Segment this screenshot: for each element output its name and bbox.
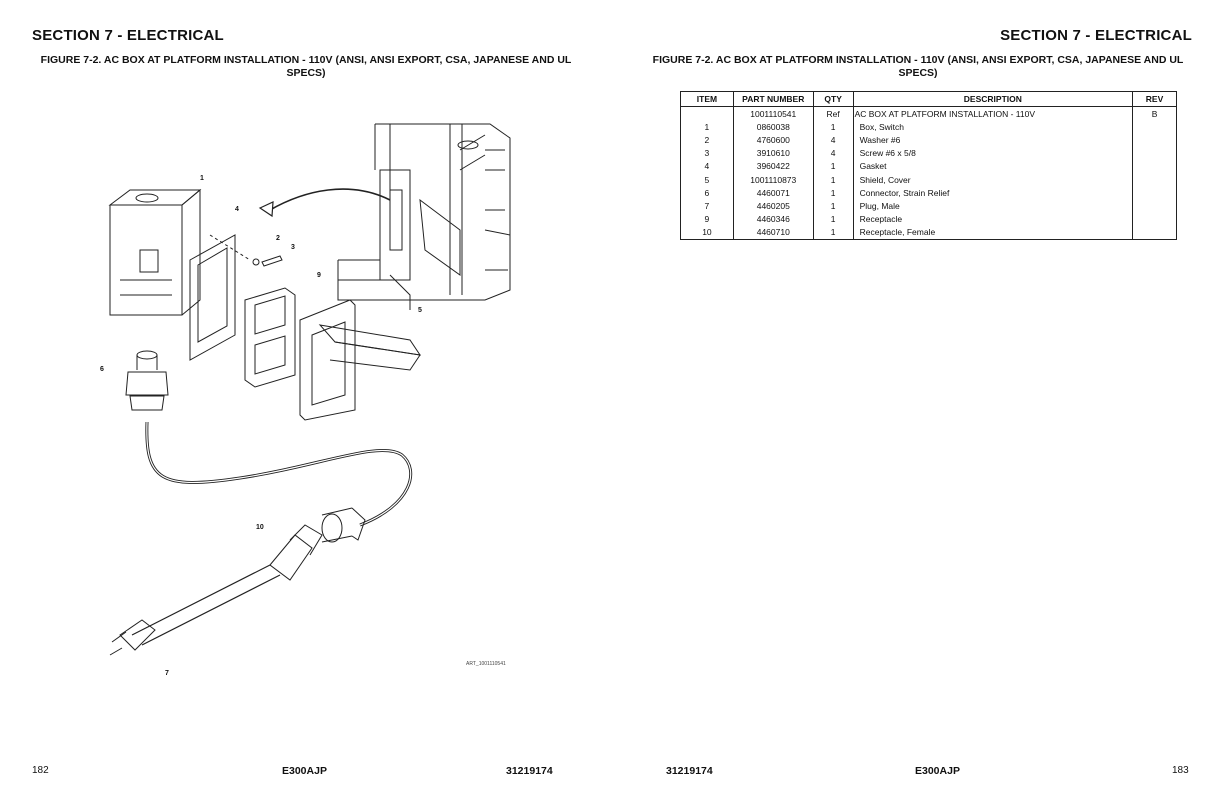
cell-qty: Ref	[812, 106, 854, 121]
cell-rev	[1132, 159, 1177, 173]
cell-item: 2	[680, 133, 734, 147]
cell-part-number: 4460710	[732, 225, 814, 240]
section-title: SECTION 7 - ELECTRICAL	[32, 27, 224, 44]
cell-item: 1	[680, 120, 734, 134]
callout-3: 3	[291, 244, 295, 251]
footer-model: E300AJP	[282, 765, 327, 777]
table-row: 1 0860038 1 Box, Switch	[680, 120, 1177, 134]
cell-item: 3	[680, 146, 734, 160]
cell-item: 7	[680, 199, 734, 213]
cell-rev	[1132, 212, 1177, 226]
header-qty: QTY	[812, 91, 854, 107]
cell-rev	[1132, 225, 1177, 240]
cell-item: 9	[680, 212, 734, 226]
cell-qty: 4	[812, 146, 854, 160]
cell-rev	[1132, 199, 1177, 213]
receptacle	[244, 287, 296, 388]
footer-doc-number: 31219174	[506, 765, 553, 777]
cell-part-number: 1001110541	[732, 106, 814, 121]
cell-qty: 1	[812, 212, 854, 226]
parts-table: ITEM PART NUMBER QTY DESCRIPTION REV 100…	[680, 91, 1177, 240]
callout-7: 7	[165, 670, 169, 677]
table-row: 7 4460205 1 Plug, Male	[680, 199, 1177, 213]
male-plug	[109, 619, 156, 656]
cell-description: Gasket	[852, 159, 1134, 173]
cell-rev	[1132, 133, 1177, 147]
footer-doc-number: 31219174	[666, 765, 713, 777]
header-rev: REV	[1132, 91, 1177, 107]
cell-qty: 1	[812, 225, 854, 240]
cell-description: Box, Switch	[852, 120, 1134, 134]
cell-part-number: 4460071	[732, 186, 814, 200]
female-receptacle	[269, 507, 366, 581]
figure-title: FIGURE 7-2. AC BOX AT PLATFORM INSTALLAT…	[652, 54, 1184, 79]
cell-qty: 4	[812, 133, 854, 147]
cell-description: Connector, Strain Relief	[852, 186, 1134, 200]
table-row: 2 4760600 4 Washer #6	[680, 133, 1177, 147]
page-number: 183	[1172, 765, 1189, 776]
table-row: 6 4460071 1 Connector, Strain Relief	[680, 186, 1177, 200]
cell-rev	[1132, 146, 1177, 160]
cell-part-number: 0860038	[732, 120, 814, 134]
cell-rev	[1132, 186, 1177, 200]
cell-item: 6	[680, 186, 734, 200]
cell-description: Washer #6	[852, 133, 1134, 147]
table-header-row: ITEM PART NUMBER QTY DESCRIPTION REV	[680, 91, 1177, 107]
table-row: 1001110541 Ref AC BOX AT PLATFORM INSTAL…	[680, 106, 1177, 121]
callout-1: 1	[200, 175, 204, 182]
cell-part-number: 3960422	[732, 159, 814, 173]
table-row: 9 4460346 1 Receptacle	[680, 212, 1177, 226]
callout-4: 4	[235, 206, 239, 213]
page-number: 182	[32, 765, 49, 776]
exploded-view-drawing	[108, 123, 511, 656]
cell-description: Shield, Cover	[852, 172, 1134, 187]
art-id: ART_1001110541	[466, 661, 506, 667]
cell-description: Plug, Male	[852, 199, 1134, 213]
cell-qty: 1	[812, 186, 854, 200]
table-row: 3 3910610 4 Screw #6 x 5/8	[680, 146, 1177, 160]
callout-5: 5	[418, 307, 422, 314]
callout-10: 10	[256, 524, 264, 531]
header-item: ITEM	[680, 91, 734, 107]
header-description: DESCRIPTION	[852, 91, 1134, 107]
cell-description: Receptacle	[852, 212, 1134, 226]
callout-2: 2	[276, 235, 280, 242]
cell-description: AC BOX AT PLATFORM INSTALLATION - 110V	[852, 106, 1134, 121]
platform-structure	[337, 123, 511, 310]
cell-part-number: 4460205	[732, 199, 814, 213]
left-page: SECTION 7 - ELECTRICAL FIGURE 7-2. AC BO…	[32, 27, 572, 777]
cell-part-number: 4760600	[732, 133, 814, 147]
cell-qty: 1	[812, 199, 854, 213]
section-title: SECTION 7 - ELECTRICAL	[1000, 27, 1192, 44]
cell-rev: B	[1132, 106, 1177, 121]
footer-model: E300AJP	[915, 765, 960, 777]
figure-title: FIGURE 7-2. AC BOX AT PLATFORM INSTALLAT…	[40, 54, 572, 79]
switch-box	[108, 188, 202, 316]
table-row: 10 4460710 1 Receptacle, Female	[680, 225, 1177, 240]
strain-relief	[125, 350, 169, 411]
cell-part-number: 3910610	[732, 146, 814, 160]
cell-qty: 1	[812, 159, 854, 173]
cover-plate	[299, 299, 422, 421]
cell-item: 10	[680, 225, 734, 240]
cell-item	[680, 106, 734, 121]
table-row: 4 3960422 1 Gasket	[680, 159, 1177, 173]
cell-description: Receptacle, Female	[852, 225, 1134, 240]
right-page: SECTION 7 - ELECTRICAL FIGURE 7-2. AC BO…	[612, 0, 1224, 792]
table-row: 5 1001110873 1 Shield, Cover	[680, 172, 1177, 187]
callout-9: 9	[317, 272, 321, 279]
header-part-number: PART NUMBER	[732, 91, 814, 107]
cell-rev	[1132, 172, 1177, 187]
cell-part-number: 1001110873	[732, 172, 814, 187]
cell-item: 5	[680, 172, 734, 187]
cell-item: 4	[680, 159, 734, 173]
cell-description: Screw #6 x 5/8	[852, 146, 1134, 160]
cell-qty: 1	[812, 172, 854, 187]
callout-6: 6	[100, 366, 104, 373]
gasket	[189, 234, 236, 361]
cell-rev	[1132, 120, 1177, 134]
cell-qty: 1	[812, 120, 854, 134]
cell-part-number: 4460346	[732, 212, 814, 226]
